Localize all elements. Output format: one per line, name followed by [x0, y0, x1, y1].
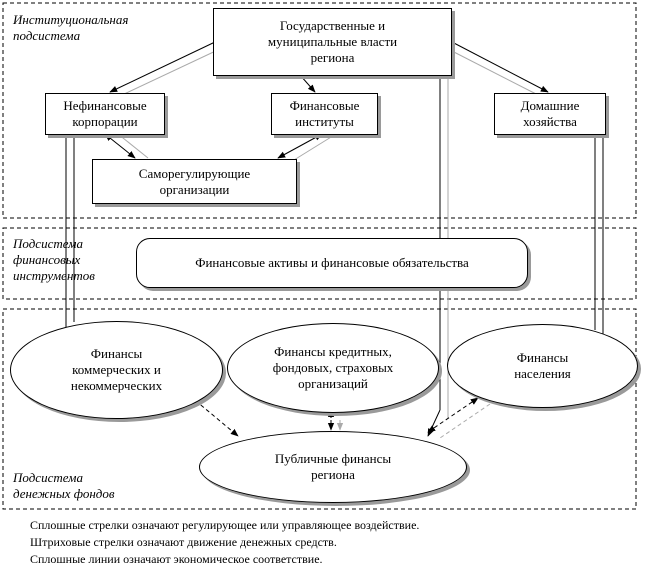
node-financial-institutions: Финансовые институты [271, 93, 378, 135]
dashed-arrow-population-public [427, 397, 479, 433]
node-public-finances: Публичные финансы региона [199, 431, 467, 503]
node-finances-commercial: Финансы коммерческих и некоммерческих [10, 321, 223, 419]
arrow-gov-households [451, 41, 549, 93]
arrow-gov-public [427, 409, 441, 437]
node-households: Домашние хозяйства [494, 93, 606, 135]
arrow-nonfin-sro-shadow [117, 133, 149, 159]
frame-instruments [2, 227, 637, 300]
node-finances-credit-organizations: Финансы кредитных, фондовых, страховых о… [227, 323, 439, 413]
node-finances-population: Финансы населения [447, 324, 638, 408]
arrow-fininst-sro-shadow [293, 133, 337, 161]
node-self-regulatory-organizations: Саморегулирующие организации [92, 159, 297, 204]
node-financial-assets: Финансовые активы и финансовые обязатель… [136, 238, 528, 288]
dashed-arrow-population-public-shadow [439, 403, 491, 439]
legend-dashed-arrows: Штриховые стрелки означают движение дене… [30, 535, 337, 549]
arrow-gov-fininst [299, 74, 316, 93]
dashed-arrow-commercial-public [189, 395, 239, 437]
arrow-nonfin-sro [104, 133, 136, 159]
arrow-fininst-sro [277, 133, 323, 159]
node-nonfinancial-corporations: Нефинансовые корпорации [45, 93, 165, 135]
label-institutional-subsystem: Институциональная подсистема [13, 12, 129, 43]
frame-institutional [2, 2, 637, 219]
legend-solid-arrows: Сплошные стрелки означают регулирующее и… [30, 518, 420, 532]
label-instruments-subsystem: Подсистема финансовых инструментов [13, 236, 95, 283]
arrow-gov-households-shadow [449, 49, 541, 97]
node-government: Государственные и муниципальные власти р… [213, 8, 452, 76]
frame-funds [2, 308, 637, 510]
label-funds-subsystem: Подсистема денежных фондов [13, 470, 115, 501]
arrow-gov-nonfin [109, 41, 216, 93]
arrow-gov-nonfin-shadow [119, 47, 223, 97]
legend-solid-lines: Сплошные линии означают экономическое со… [30, 552, 323, 566]
